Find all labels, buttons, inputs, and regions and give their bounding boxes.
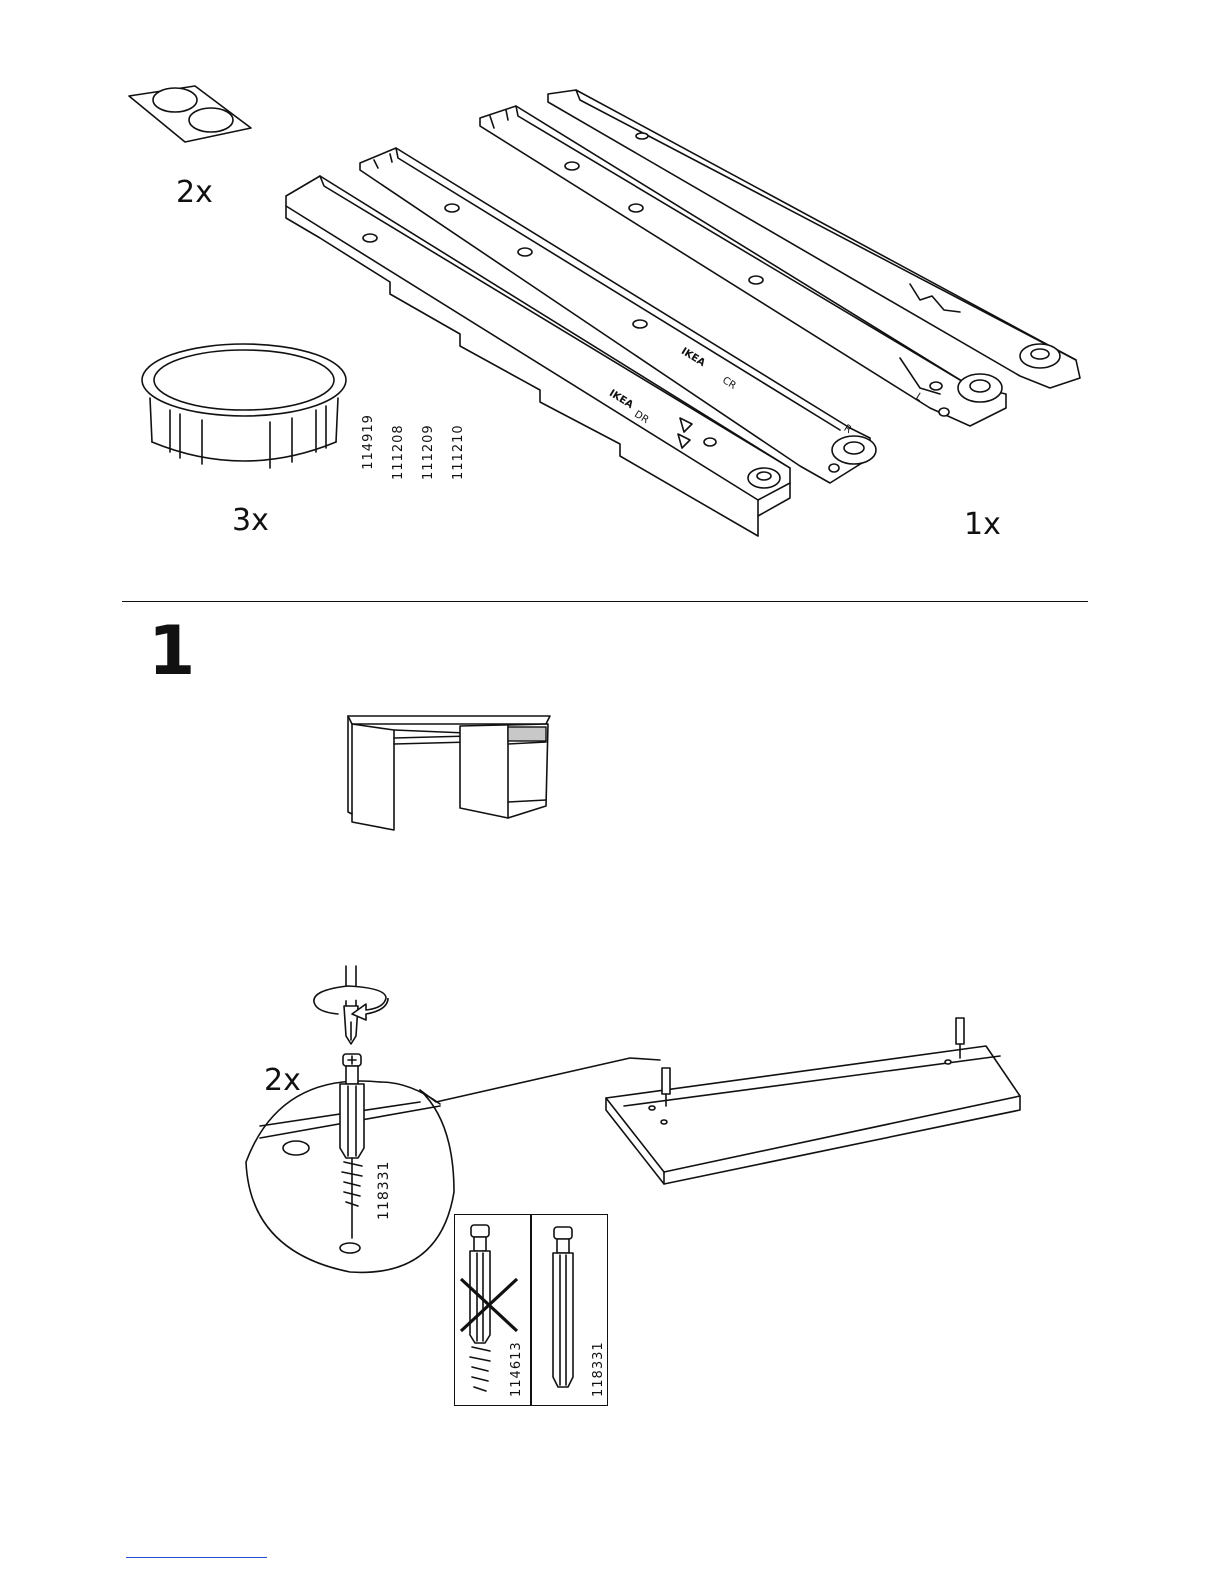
dowel-quantity: 2x [264, 1066, 301, 1096]
section-divider [122, 601, 1088, 602]
wrong-dowel-code: 114613 [509, 1341, 524, 1397]
rails-quantity: 1x [964, 510, 1001, 540]
drawer-rails-illustration [280, 88, 1100, 538]
felt-pads-illustration [125, 80, 255, 150]
dowel-code: 118331 [377, 1161, 392, 1220]
dowel-comparison-box: 114613 118331 [454, 1214, 608, 1406]
pads-quantity: 2x [176, 178, 213, 208]
caps-quantity: 3x [232, 506, 269, 536]
correct-dowel-code: 118331 [591, 1341, 606, 1397]
panel-illustration [600, 1010, 1030, 1180]
footer-rule [126, 1557, 267, 1558]
step-number: 1 [148, 618, 195, 686]
desk-overview-illustration [340, 708, 560, 832]
